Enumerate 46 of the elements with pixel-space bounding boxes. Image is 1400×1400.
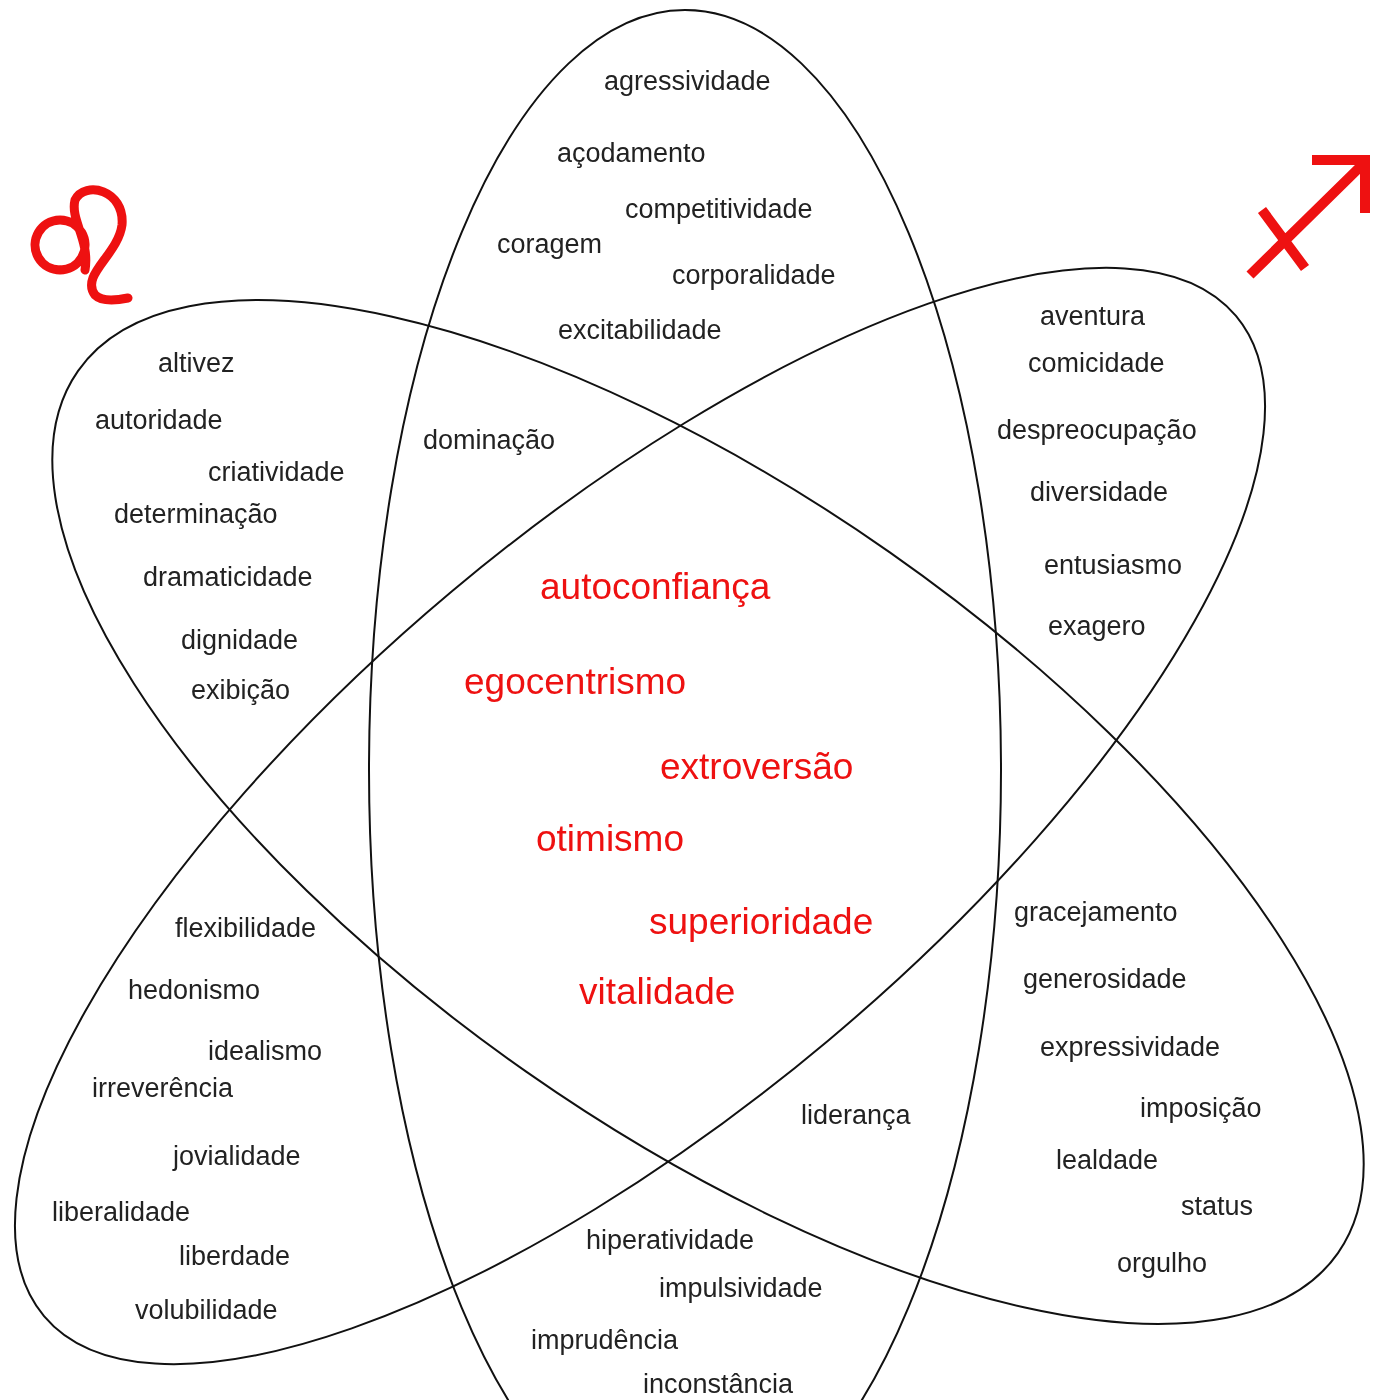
- trait-label: liberalidade: [52, 1198, 191, 1228]
- trait-label: liberdade: [179, 1242, 291, 1272]
- trait-label: agressividade: [604, 67, 771, 97]
- trait-label: volubilidade: [135, 1296, 278, 1326]
- trait-label: impulsividade: [659, 1274, 823, 1304]
- trait-label: autoconfiança: [540, 566, 771, 608]
- trait-label: determinação: [114, 500, 278, 530]
- trait-label: irreverência: [92, 1074, 234, 1104]
- trait-label: inconstância: [643, 1370, 794, 1400]
- trait-label: lealdade: [1056, 1146, 1159, 1176]
- trait-label: extroversão: [660, 746, 854, 788]
- trait-label: imprudência: [531, 1326, 679, 1356]
- trait-label: aventura: [1040, 302, 1146, 332]
- trait-label: dramaticidade: [143, 563, 313, 593]
- trait-label: excitabilidade: [558, 316, 722, 346]
- trait-label: status: [1181, 1192, 1254, 1222]
- trait-label: otimismo: [536, 818, 685, 860]
- trait-label: autoridade: [95, 406, 223, 436]
- trait-label: generosidade: [1023, 965, 1187, 995]
- trait-label: egocentrismo: [464, 661, 687, 703]
- trait-label: criatividade: [208, 458, 345, 488]
- trait-label: competitividade: [625, 195, 813, 225]
- trait-label: liderança: [801, 1101, 911, 1131]
- trait-label: flexibilidade: [175, 914, 317, 944]
- trait-label: comicidade: [1028, 349, 1165, 379]
- trait-label: gracejamento: [1014, 898, 1178, 928]
- trait-label: corporalidade: [672, 261, 836, 291]
- trait-label: açodamento: [557, 139, 706, 169]
- trait-label: exagero: [1048, 612, 1146, 642]
- trait-label: dignidade: [181, 626, 299, 656]
- trait-label: superioridade: [649, 901, 874, 943]
- trait-label: jovialidade: [173, 1142, 301, 1172]
- trait-label: orgulho: [1117, 1249, 1208, 1279]
- trait-label: altivez: [158, 349, 235, 379]
- trait-label: diversidade: [1030, 478, 1169, 508]
- trait-label: hiperatividade: [586, 1226, 755, 1256]
- trait-label: vitalidade: [579, 971, 736, 1013]
- trait-label: despreocupação: [997, 416, 1197, 446]
- trait-label: hedonismo: [128, 976, 261, 1006]
- trait-label: exibição: [191, 676, 291, 706]
- trait-label: entusiasmo: [1044, 551, 1183, 581]
- trait-label: dominação: [423, 426, 556, 456]
- trait-label: imposição: [1140, 1094, 1262, 1124]
- trait-label: expressividade: [1040, 1033, 1221, 1063]
- trait-label: coragem: [497, 230, 603, 260]
- trait-label: idealismo: [208, 1037, 323, 1067]
